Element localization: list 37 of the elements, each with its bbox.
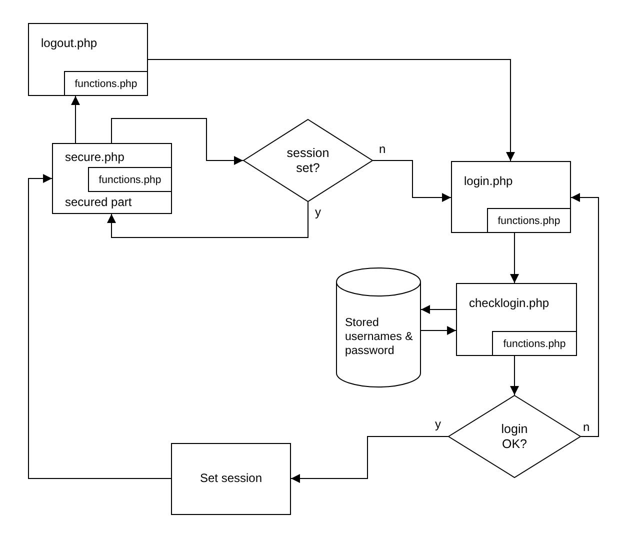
- node-label: secured part: [65, 195, 132, 209]
- arrow: [420, 305, 456, 314]
- node-label: checklogin.php: [469, 296, 550, 310]
- arrow: [111, 118, 244, 165]
- process-box: [28, 23, 148, 96]
- node-label: functions.php: [496, 214, 562, 228]
- include-box: [492, 331, 577, 356]
- node-label: session set?: [286, 146, 330, 176]
- database-cylinder: [336, 268, 421, 387]
- arrow: [510, 232, 519, 284]
- node-label: login.php: [464, 174, 513, 188]
- process-box: [456, 283, 577, 356]
- node-label: functions.php: [98, 173, 162, 187]
- node-label: logout.php: [41, 36, 98, 50]
- node-label: functions.php: [502, 337, 567, 351]
- arrow: [148, 59, 515, 162]
- process-box: [52, 143, 172, 214]
- node-label: functions.php: [74, 77, 138, 91]
- node-label: secure.php: [65, 150, 124, 164]
- process-box: [171, 443, 291, 515]
- include-box: [487, 208, 571, 233]
- include-box: [64, 71, 148, 96]
- arrow: [570, 193, 599, 437]
- arrow: [290, 436, 448, 483]
- decision-diamond: [448, 395, 581, 478]
- arrow: [372, 160, 452, 202]
- include-box: [88, 167, 172, 192]
- arrow: [420, 326, 456, 335]
- node-label: Set session: [198, 471, 264, 485]
- arrow: [107, 202, 308, 238]
- arrow: [71, 96, 80, 144]
- node-label: Stored usernames & password: [345, 316, 414, 358]
- arrow: [510, 356, 519, 396]
- node-label: login OK?: [500, 422, 529, 452]
- decision-diamond: [243, 119, 373, 202]
- arrow: [28, 174, 172, 479]
- process-box: [451, 161, 571, 233]
